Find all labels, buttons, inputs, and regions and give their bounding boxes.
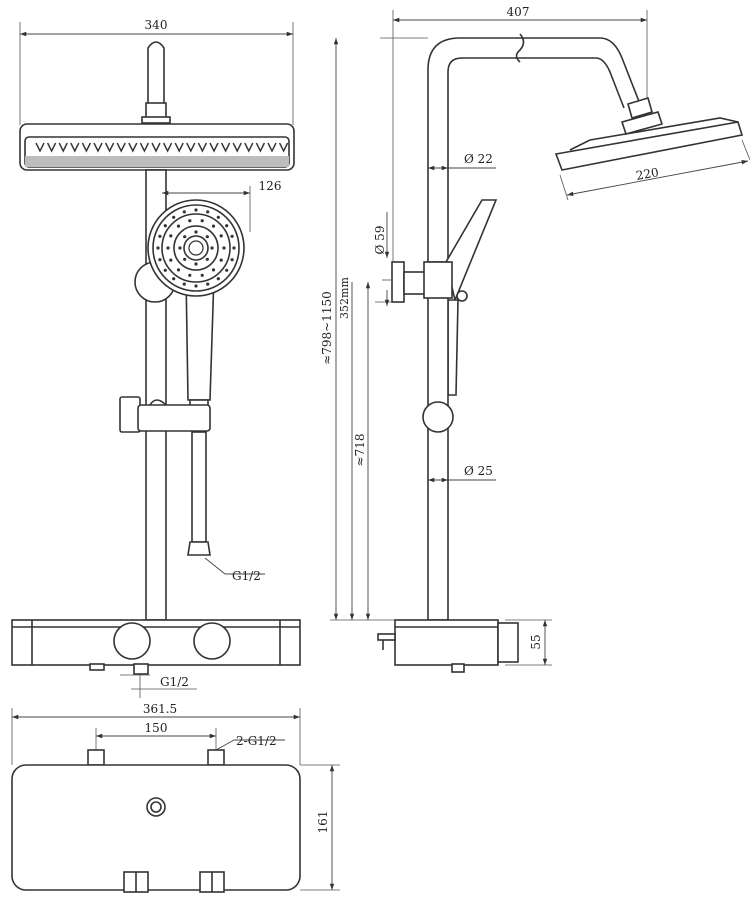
side-view: 407 Ø 22 220 [320, 5, 750, 673]
dim-height-range: ≈798~1150 [320, 291, 334, 365]
thermostat-valve-front [11, 619, 301, 698]
valve-top-view: 361.5 150 2-G1/2 161 [11, 702, 340, 893]
shower-arm [147, 41, 165, 105]
dim-top-width: 340 [145, 18, 168, 32]
flow-knob [193, 622, 231, 660]
dim-hand-shower-offset: 126 [259, 179, 282, 193]
rain-shower-head [19, 123, 295, 171]
riser-pipe-lower [145, 279, 167, 621]
rain-head-side [554, 97, 744, 171]
temperature-knob [113, 622, 151, 660]
dim-inlet-spacing: 150 [145, 721, 168, 735]
wall-bracket-side [375, 261, 453, 303]
dim-pipe-height: ≈718 [353, 434, 367, 467]
dim-valve-height: 55 [529, 634, 543, 649]
dim-pipe-lower: Ø 25 [464, 464, 493, 478]
dim-bracket-height: 352mm [338, 277, 351, 319]
curved-shower-arm [427, 37, 641, 262]
dim-valve-width: 361.5 [143, 702, 177, 716]
dim-outlet-thread: G1/2 [160, 675, 189, 689]
thermostat-valve-side [377, 619, 519, 673]
dim-pipe-upper: Ø 22 [464, 152, 493, 166]
dim-inlet-thread: 2-G1/2 [236, 734, 277, 748]
diverter-knob [422, 401, 454, 433]
hand-shower-side [445, 199, 498, 396]
hand-shower [147, 199, 245, 411]
shower-hose [191, 431, 207, 543]
hose-nut [187, 541, 211, 556]
slide-bracket [119, 396, 211, 433]
valve-body-top [11, 764, 301, 891]
dim-side-width: 407 [507, 5, 530, 19]
center-outlet [146, 797, 166, 817]
dim-bracket-diameter: Ø 59 [373, 226, 387, 255]
dim-hose-thread: G1/2 [232, 569, 261, 583]
front-view: 340 126 [11, 18, 301, 698]
dim-valve-depth: 161 [316, 811, 330, 834]
dim-head-diameter: 220 [635, 165, 660, 183]
